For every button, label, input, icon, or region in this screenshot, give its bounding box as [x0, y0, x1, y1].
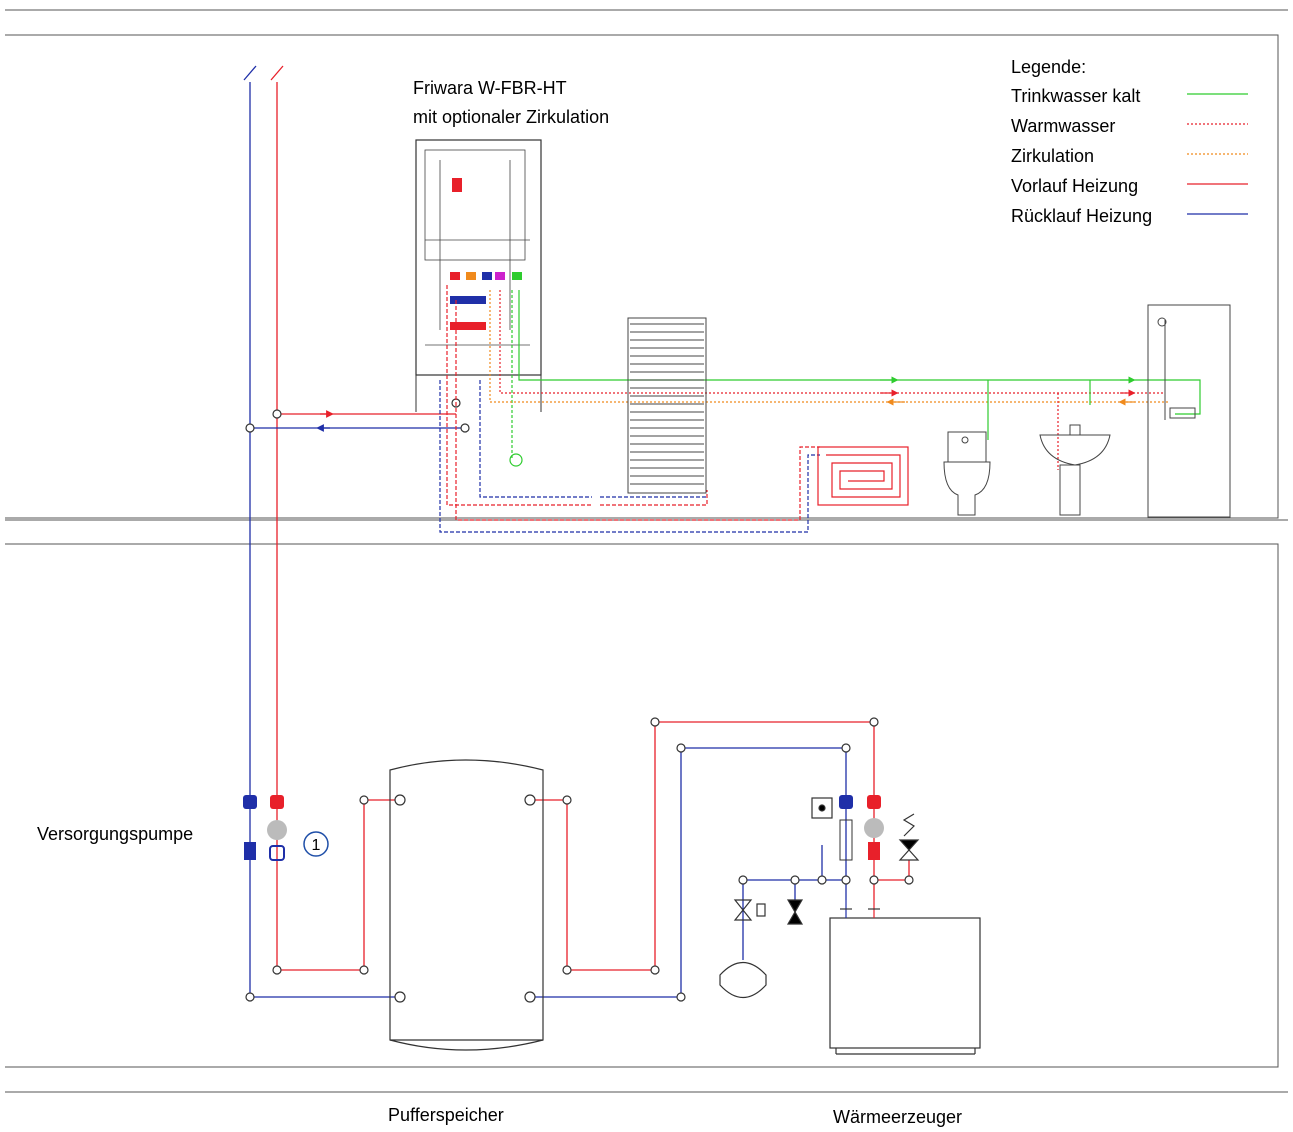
- pipe-junctions: [245, 398, 914, 1003]
- legend-item-trinkwasser-kalt: Trinkwasser kalt: [1011, 86, 1141, 106]
- legend-lines: [1187, 93, 1248, 215]
- expansion-vessel: [719, 797, 920, 999]
- device-title-line2: mit optionaler Zirkulation: [413, 107, 610, 127]
- legend-item-ruecklauf-heizung: Rücklauf Heizung: [1011, 206, 1153, 226]
- legend-item-warmwasser: Warmwasser: [1011, 116, 1116, 136]
- pump-group-left: [243, 795, 287, 861]
- legend-item-vorlauf-heizung: Vorlauf Heizung: [1011, 176, 1139, 196]
- legend-title: Legende:: [1011, 57, 1087, 77]
- shower: [1147, 304, 1231, 518]
- buffer-label: Pufferspeicher: [388, 1105, 504, 1125]
- heat-generator: [829, 900, 981, 1055]
- buffer-tank: [389, 759, 544, 1051]
- friwara-station: [415, 139, 542, 412]
- pump-label: Versorgungspumpe: [37, 824, 194, 844]
- legend-item-zirkulation: Zirkulation: [1011, 146, 1095, 166]
- washbasin: [1039, 424, 1111, 516]
- device-title-line1: Friwara W-FBR-HT: [413, 78, 567, 98]
- generator-label: Wärmeerzeuger: [833, 1107, 963, 1127]
- radiator: [627, 317, 707, 494]
- underfloor-heating: [817, 446, 909, 506]
- pump-marker-circle: [303, 831, 329, 857]
- heating-circuits: [439, 285, 1201, 533]
- frame-lines: [5, 9, 1288, 1093]
- toilet: [943, 431, 991, 516]
- pump-marker-number: 1: [312, 837, 321, 854]
- flow-riser: [276, 82, 400, 971]
- pump-group-generator: [839, 795, 884, 861]
